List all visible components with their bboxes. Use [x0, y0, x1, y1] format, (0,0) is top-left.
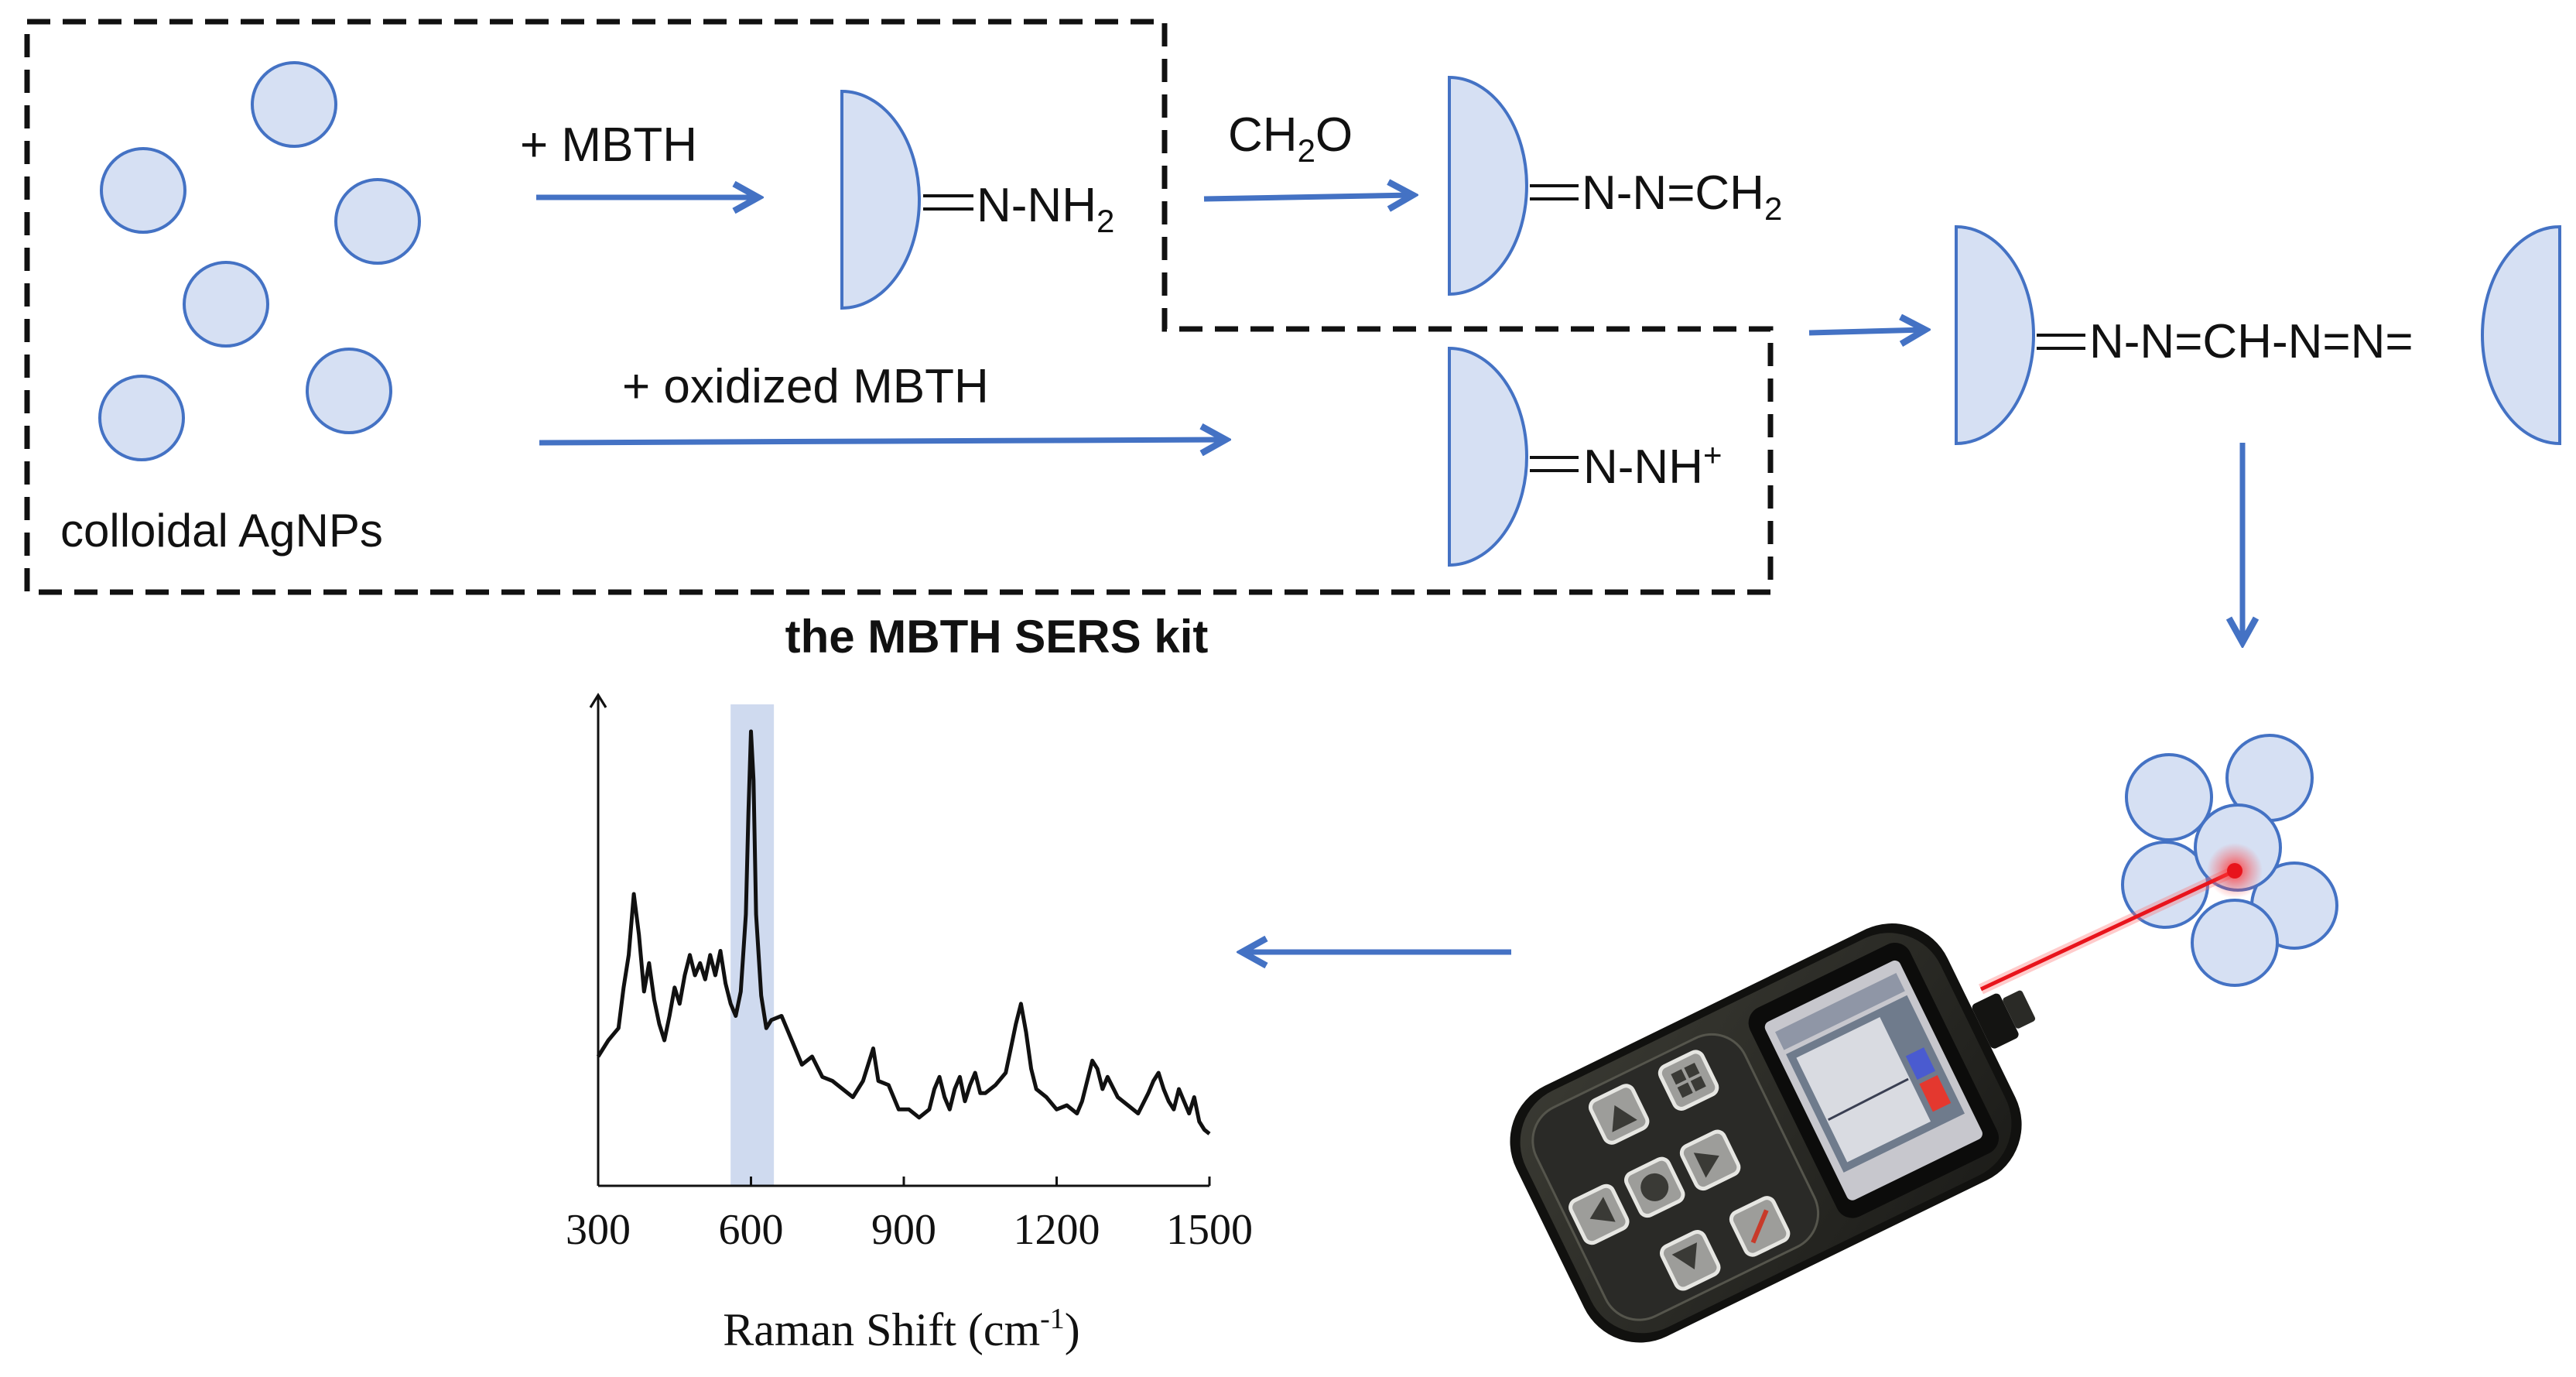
x-axis-label: Raman Shift (cm-1) — [723, 1303, 1080, 1355]
x-tick-label: 600 — [719, 1206, 784, 1254]
coupling-arrow — [1808, 330, 1925, 333]
hemisphere-icon — [840, 89, 921, 310]
particle-icon — [334, 178, 421, 265]
hydrazine-label: N-NH2 — [977, 179, 1114, 239]
formaldehyde-label: CH2O — [1228, 108, 1353, 169]
product-label: N-N=CH-N=N= — [2089, 315, 2414, 368]
x-tick-label: 1200 — [1014, 1206, 1100, 1254]
particle-icon — [306, 348, 392, 434]
colloid-label: colloidal AgNPs — [60, 505, 383, 557]
particle-icon — [183, 261, 269, 348]
particle-icon — [2125, 753, 2213, 841]
kit-title: the MBTH SERS kit — [785, 611, 1209, 663]
hemisphere-icon — [1955, 224, 2035, 446]
kit-dashed-box — [24, 19, 1774, 595]
cation-label: N-NH+ — [1583, 437, 1722, 494]
formaldehyde-arrow — [1203, 195, 1413, 199]
device-icon — [1510, 923, 2036, 1343]
plus-mbth-label: + MBTH — [520, 118, 697, 172]
colloidal-particles — [98, 61, 421, 461]
x-tick-label: 300 — [566, 1206, 631, 1254]
plus-oxidized-label: + oxidized MBTH — [622, 360, 989, 413]
particle-icon — [100, 147, 186, 234]
spectrum-line — [596, 729, 1211, 1136]
particle-icon — [98, 375, 185, 461]
x-tick-label: 1500 — [1166, 1206, 1253, 1254]
particle-aggregate — [2121, 734, 2338, 987]
particle-icon — [2191, 899, 2279, 987]
hemisphere-icon — [1448, 346, 1528, 567]
hemisphere-icon — [2481, 224, 2561, 446]
laser-spot-core — [2227, 863, 2242, 879]
raman-spectrum-chart: 300 600 900 1200 1500 Raman Shift (cm-1) — [566, 692, 1253, 1355]
laser-beam-core — [1979, 868, 2236, 992]
hemisphere-icon — [1448, 75, 1528, 296]
x-tick-label: 900 — [871, 1206, 936, 1254]
hydrazone-label: N-N=CH2 — [1582, 166, 1782, 227]
oxidized-mbth-arrow — [539, 440, 1226, 443]
particle-icon — [251, 61, 337, 148]
